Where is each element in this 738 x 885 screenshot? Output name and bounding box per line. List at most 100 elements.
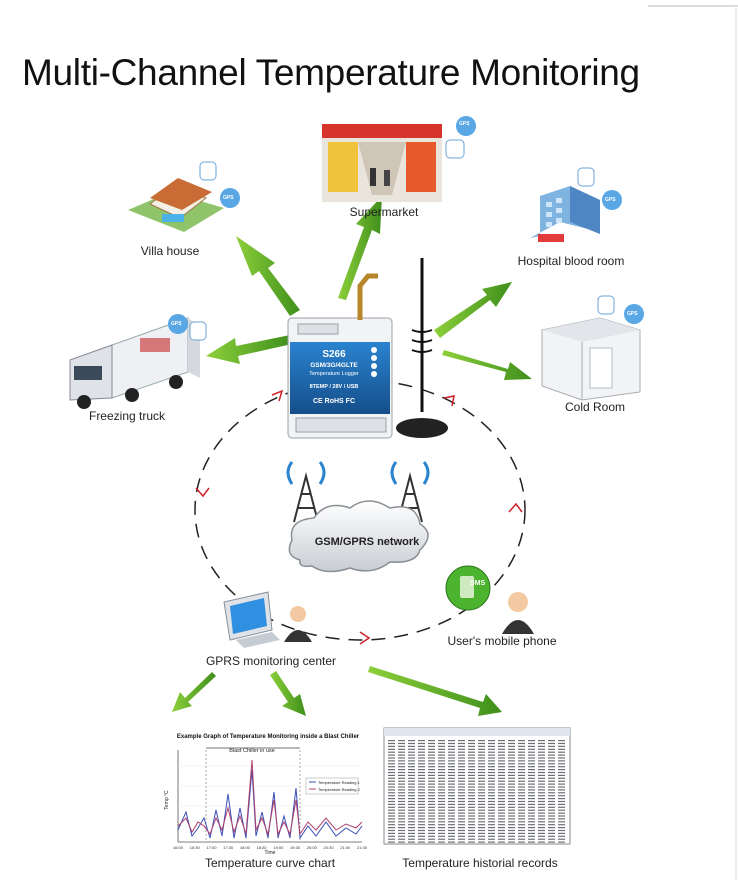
record-cell <box>558 786 565 788</box>
record-cell <box>478 740 485 742</box>
record-cell <box>498 769 505 771</box>
record-cell <box>398 792 405 794</box>
record-cell <box>468 800 475 803</box>
record-cell <box>518 745 525 747</box>
chart-x-tick: 17:00 <box>206 845 217 850</box>
villa-image <box>128 178 224 232</box>
record-cell <box>438 763 445 765</box>
record-cell <box>428 795 435 797</box>
record-cell <box>478 815 485 817</box>
record-cell <box>418 815 425 817</box>
record-cell <box>448 771 455 774</box>
record-cell <box>458 803 465 805</box>
record-cell <box>448 742 455 745</box>
record-cell <box>448 786 455 788</box>
record-cell <box>538 777 545 779</box>
record-cell <box>418 803 425 805</box>
record-cell <box>458 806 465 808</box>
record-cell <box>398 745 405 747</box>
record-cell <box>398 774 405 776</box>
record-cell <box>428 835 435 837</box>
record-cell <box>508 774 515 776</box>
record-cell <box>498 789 505 791</box>
record-cell <box>418 777 425 779</box>
label-truck: Freezing truck <box>88 409 166 423</box>
record-cell <box>458 818 465 820</box>
record-cell <box>488 795 495 797</box>
record-cell <box>448 769 455 771</box>
record-cell <box>488 774 495 776</box>
record-cell <box>438 812 445 814</box>
record-cell <box>498 841 505 843</box>
record-cell <box>448 809 455 811</box>
record-cell <box>388 838 395 840</box>
record-cell <box>448 757 455 759</box>
record-cell <box>458 795 465 797</box>
record-cell <box>478 824 485 826</box>
record-cell <box>428 818 435 820</box>
record-cell <box>528 818 535 820</box>
record-cell <box>458 786 465 788</box>
record-cell <box>448 780 455 782</box>
record-cell <box>398 769 405 771</box>
record-cell <box>418 835 425 837</box>
record-cell <box>528 815 535 817</box>
record-cell <box>508 792 515 794</box>
record-cell <box>508 815 515 817</box>
sensor-badges <box>168 116 644 341</box>
temperature-curve-chart <box>162 730 372 855</box>
record-cell <box>448 751 455 753</box>
record-cell <box>448 783 455 785</box>
record-cell <box>408 777 415 779</box>
gps-badge-cold-room: GPS <box>627 311 638 317</box>
record-cell <box>438 832 445 834</box>
record-cell <box>558 824 565 826</box>
record-cell <box>418 795 425 797</box>
record-cell <box>508 835 515 837</box>
record-cell <box>548 745 555 747</box>
record-cell <box>548 792 555 794</box>
record-cell <box>398 800 405 803</box>
record-cell <box>518 760 525 762</box>
record-cell <box>448 745 455 747</box>
record-cell <box>518 742 525 745</box>
record-cell <box>408 815 415 817</box>
record-cell <box>498 824 505 826</box>
record-cell <box>438 742 445 745</box>
record-cell <box>388 827 395 829</box>
record-cell <box>538 789 545 791</box>
gps-badge-hospital: GPS <box>605 197 616 203</box>
record-cell <box>418 832 425 834</box>
record-cell <box>478 798 485 800</box>
record-cell <box>438 766 445 768</box>
record-cell <box>558 821 565 823</box>
record-cell <box>558 795 565 797</box>
record-cell <box>478 821 485 823</box>
record-cell <box>408 818 415 820</box>
record-cell <box>428 803 435 805</box>
record-cell <box>528 774 535 776</box>
record-cell <box>428 763 435 765</box>
record-cell <box>428 754 435 756</box>
record-cell <box>398 812 405 814</box>
record-cell <box>458 809 465 811</box>
record-cell <box>538 798 545 800</box>
record-cell <box>438 803 445 805</box>
record-cell <box>418 809 425 811</box>
record-cell <box>448 835 455 837</box>
record-cell <box>518 818 525 820</box>
record-cell <box>508 832 515 834</box>
record-cell <box>538 809 545 811</box>
record-cell <box>498 754 505 756</box>
record-cell <box>408 769 415 771</box>
record-cell <box>438 774 445 776</box>
record-cell <box>538 835 545 837</box>
record-cell <box>418 812 425 814</box>
record-cell <box>438 838 445 840</box>
record-cell <box>508 806 515 808</box>
record-cell <box>408 754 415 756</box>
record-cell <box>528 821 535 823</box>
device-line3: 8TEMP / 28V / USB <box>309 384 359 390</box>
record-cell <box>558 777 565 779</box>
